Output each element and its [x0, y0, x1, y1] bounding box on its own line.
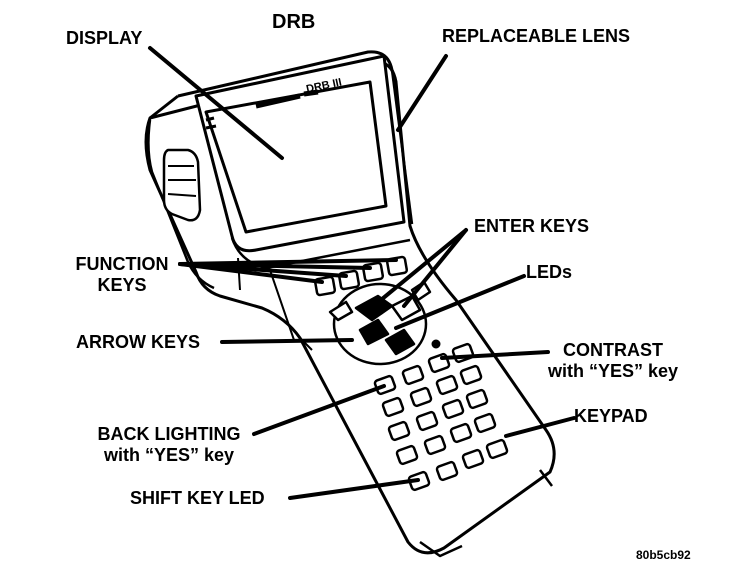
function-key-2 — [337, 269, 361, 291]
led-indicator — [431, 339, 441, 349]
function-key-3 — [361, 261, 385, 283]
label-function-keys-line1: FUNCTION — [75, 254, 169, 274]
label-enter-keys: ENTER KEYS — [474, 216, 590, 236]
key — [473, 412, 497, 434]
leader-contrast — [440, 350, 550, 360]
leader-keypad — [504, 416, 576, 438]
label-contrast-line1: CONTRAST — [563, 340, 663, 360]
label-back-lighting-line1: BACK LIGHTING — [97, 424, 241, 444]
label-shift-key-led: SHIFT KEY LED — [130, 488, 265, 508]
figure-code: 80b5cb92 — [636, 548, 691, 562]
label-leds: LEDs — [526, 262, 573, 282]
leader-lens — [396, 54, 448, 132]
leader-enter-2 — [402, 228, 468, 308]
diagram-title: DRB — [272, 11, 316, 33]
key — [465, 388, 489, 410]
leader-shift — [288, 478, 420, 500]
label-contrast-line2: with “YES” key — [547, 361, 679, 381]
leader-back-lighting — [252, 384, 386, 436]
label-function-keys-line2: KEYS — [97, 275, 147, 295]
label-display: DISPLAY — [66, 28, 143, 48]
label-keypad: KEYPAD — [574, 406, 648, 426]
leader-function-4 — [178, 258, 398, 266]
key — [409, 386, 433, 408]
function-keys — [313, 255, 409, 297]
key — [459, 364, 483, 386]
label-function-keys: FUNCTION KEYS — [68, 254, 176, 296]
key — [485, 438, 509, 460]
key — [441, 398, 465, 420]
key — [395, 444, 419, 466]
function-key-1 — [313, 275, 337, 297]
arrow-pad-icon — [328, 280, 432, 366]
label-arrow-keys: ARROW KEYS — [76, 332, 201, 352]
key — [387, 420, 411, 442]
key — [461, 448, 485, 470]
leader-enter-1 — [374, 228, 468, 306]
key — [423, 434, 447, 456]
key — [435, 460, 459, 482]
label-contrast: CONTRAST with “YES” key — [536, 340, 690, 382]
key — [449, 422, 473, 444]
key — [401, 364, 425, 386]
drb-device — [144, 50, 556, 558]
leader-lines — [148, 46, 576, 500]
label-replaceable-lens: REPLACEABLE LENS — [442, 26, 631, 46]
leader-display — [148, 46, 284, 160]
leader-arrow — [220, 338, 354, 344]
label-back-lighting: BACK LIGHTING with “YES” key — [86, 424, 252, 466]
key — [415, 410, 439, 432]
key — [381, 396, 405, 418]
label-back-lighting-line2: with “YES” key — [103, 445, 235, 465]
key — [435, 374, 459, 396]
leader-leds — [394, 274, 526, 330]
